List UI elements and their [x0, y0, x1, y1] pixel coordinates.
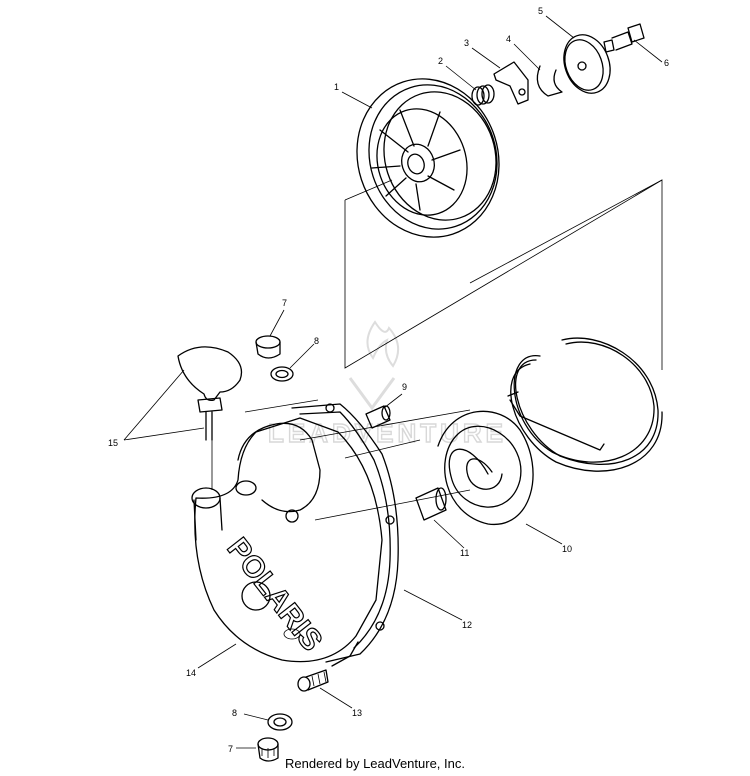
callout-label: 11 — [460, 548, 469, 558]
callout-label: 13 — [352, 708, 362, 718]
pulley-part-1 — [356, 78, 500, 238]
washer-part-8-bottom — [267, 713, 293, 731]
callout-label: 12 — [462, 620, 472, 630]
callout-numbers: 1 2 3 4 5 6 7 8 9 10 11 12 13 14 15 7 8 — [108, 6, 669, 754]
callout-label: 9 — [402, 382, 407, 392]
callout-label: 3 — [464, 38, 469, 48]
callout-label: 6 — [664, 58, 669, 68]
clip-part-4 — [536, 65, 563, 97]
callout-label: 10 — [562, 544, 572, 554]
assembly-guide-lines — [211, 179, 663, 521]
plug-part-7-top — [255, 335, 281, 359]
watermark: LEADVENTURE — [267, 320, 507, 449]
leader-lines — [123, 15, 663, 749]
screw-part-13 — [297, 669, 329, 692]
housing-logo: POLARIS — [220, 532, 328, 657]
plug-part-7-bottom — [257, 737, 279, 762]
handle-part-15 — [177, 346, 243, 441]
callout-label: 8 — [314, 336, 319, 346]
washer-part-8-top — [270, 366, 294, 382]
watermark-text: LEADVENTURE — [268, 418, 507, 448]
recoil-spring-part-10 — [437, 337, 663, 525]
callout-label: 7 — [228, 744, 233, 754]
callout-label: 8 — [232, 708, 237, 718]
callout-label: 14 — [186, 668, 196, 678]
callout-label: 7 — [282, 298, 287, 308]
callout-label: 2 — [438, 56, 443, 66]
pawl-part-3 — [493, 61, 529, 105]
callout-label: 15 — [108, 438, 118, 448]
bushing-part-11 — [415, 487, 447, 521]
callout-label: 1 — [334, 82, 339, 92]
spring-part-2 — [471, 84, 495, 106]
plate-part-5 — [563, 34, 611, 94]
render-credit: Rendered by LeadVenture, Inc. — [285, 756, 465, 771]
callout-label: 5 — [538, 6, 543, 16]
callout-label: 4 — [506, 34, 511, 44]
bolt-part-6 — [603, 23, 645, 53]
